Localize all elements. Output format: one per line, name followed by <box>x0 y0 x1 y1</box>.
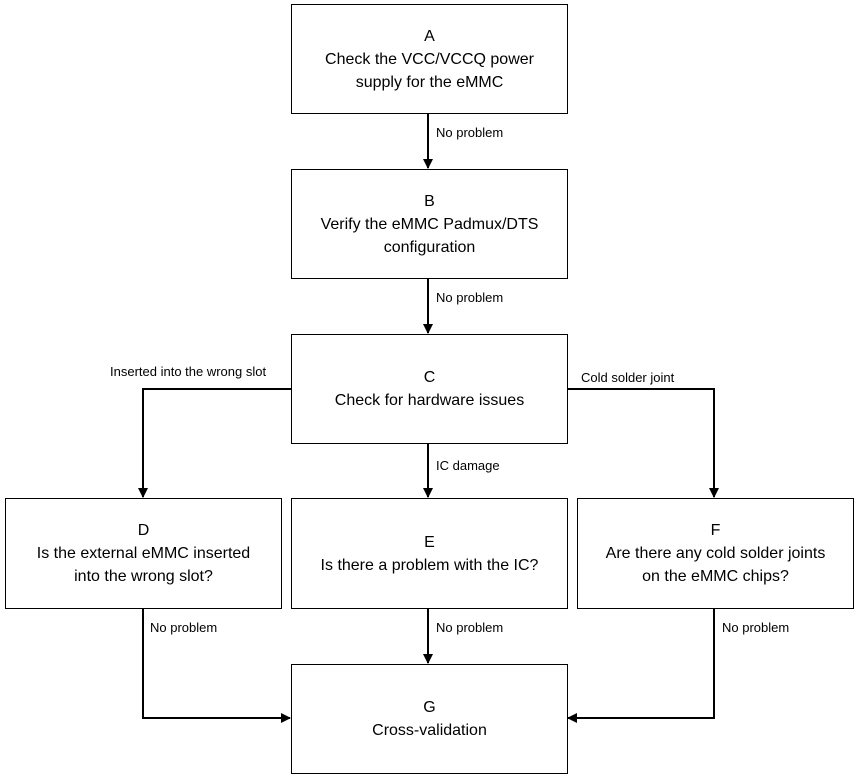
node-d-line-1: Is the external eMMC inserted <box>36 545 251 562</box>
node-e-line-1: Is there a problem with the IC? <box>320 556 539 574</box>
node-c-line-1: Check for hardware issues <box>334 392 525 409</box>
edge-label-f-g: No problem <box>722 620 790 635</box>
node-c: C Check for hardware issues <box>291 334 568 444</box>
node-c-id: C <box>423 369 436 386</box>
node-a-line-1: Check the VCC/VCCQ power <box>325 50 534 68</box>
node-a: A Check the VCC/VCCQ power supply for th… <box>291 4 568 114</box>
arrow-c-to-f <box>567 388 719 498</box>
node-a-line-2: supply for the eMMC <box>355 73 504 91</box>
node-e: E Is there a problem with the IC? <box>291 498 568 609</box>
node-d: D Is the external eMMC inserted into the… <box>5 498 282 609</box>
edge-label-c-e: IC damage <box>436 458 500 473</box>
arrow-c-to-d <box>138 388 291 498</box>
node-b-line-1: Verify the eMMC Padmux/DTS <box>320 215 539 233</box>
node-e-id: E <box>424 533 435 551</box>
node-g: G Cross-validation <box>291 664 568 774</box>
node-g-line-1: Cross-validation <box>372 722 487 739</box>
node-a-id: A <box>424 27 435 45</box>
node-b: B Verify the eMMC Padmux/DTS configurati… <box>291 169 568 279</box>
edge-label-a-b: No problem <box>436 125 504 140</box>
edge-label-e-g: No problem <box>436 620 504 635</box>
edge-label-c-f: Cold solder joint <box>581 370 675 385</box>
node-f-id: F <box>710 522 721 539</box>
node-f-line-2: on the eMMC chips? <box>642 568 789 585</box>
arrow-d-to-g <box>142 609 291 723</box>
node-f-line-1: Are there any cold solder joints <box>605 545 826 562</box>
node-d-line-2: into the wrong slot? <box>74 568 213 585</box>
edge-label-b-c: No problem <box>436 290 504 305</box>
node-f: F Are there any cold solder joints on th… <box>577 498 854 609</box>
node-b-line-2: configuration <box>383 238 476 256</box>
node-b-id: B <box>424 192 435 210</box>
edge-label-c-d: Inserted into the wrong slot <box>110 364 267 379</box>
node-g-id: G <box>423 699 436 716</box>
edge-label-d-g: No problem <box>150 620 218 635</box>
arrow-f-to-g <box>567 609 715 723</box>
node-d-id: D <box>137 522 150 539</box>
